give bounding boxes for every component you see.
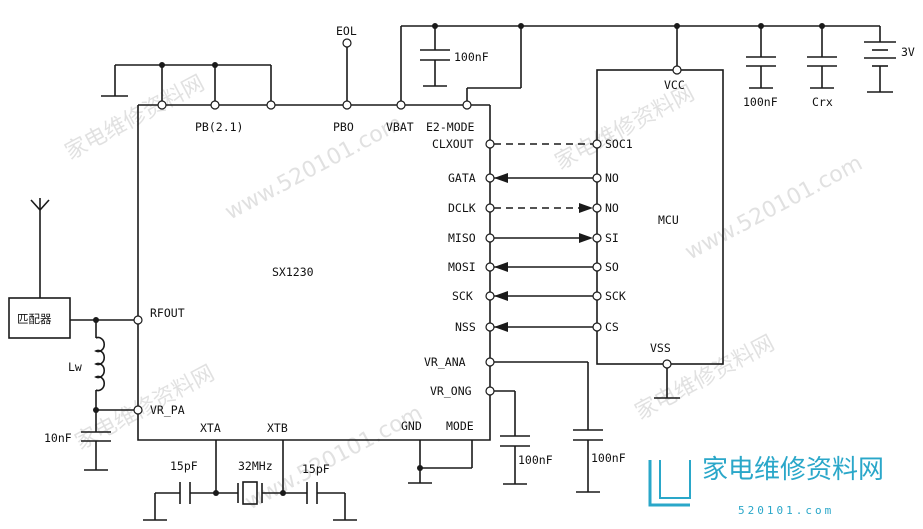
regulator-caps: VR_ANA 100nF VR_ONG 100nF xyxy=(424,355,626,493)
crystal-label: 32MHz xyxy=(238,459,273,473)
pin-mode-label: MODE xyxy=(446,419,474,433)
pin-nss-label: NSS xyxy=(455,320,476,334)
crx-label: Crx xyxy=(812,95,833,109)
watermark-url-1: www.520101.com xyxy=(221,111,407,226)
pin-vr-ong-label: VR_ONG xyxy=(430,384,472,398)
mcu-block: MCU VCC VSS xyxy=(596,26,724,399)
pin-xta-label: XTA xyxy=(200,421,221,435)
cap-ana-label: 100nF xyxy=(591,451,626,465)
pin-e2mode-label: E2-MODE xyxy=(426,120,475,134)
pin-gata-label: GATA xyxy=(448,171,476,185)
pin-pbo-label: PBO xyxy=(333,120,354,134)
mcu-pin-cs-label: CS xyxy=(605,320,619,334)
pin-dclk-label: DCLK xyxy=(448,201,476,215)
matcher-box xyxy=(8,297,71,339)
cap-ong-label: 100nF xyxy=(518,453,553,467)
pin-mosi-label: MOSI xyxy=(448,260,476,274)
pin-gnd-label: GND xyxy=(401,419,422,433)
pin-pb-label: PB(2.1) xyxy=(195,120,243,134)
ic-outline xyxy=(137,105,491,441)
mcu-outline xyxy=(596,69,724,365)
matcher-label: 匹配器 xyxy=(17,312,52,326)
signal-lines: CLXOUT SOC1 GATA NO DCLK NO MISO SI MOSI… xyxy=(432,137,633,334)
mcu-pin-no2-label: NO xyxy=(605,201,619,215)
pin-vr-ana-label: VR_ANA xyxy=(424,355,466,369)
inductor-label: Lw xyxy=(68,360,82,374)
cap-pa-label: 10nF xyxy=(44,431,72,445)
e2mode-wiring: E2-MODE xyxy=(426,26,522,134)
watermark-cn-1: 家电维修资料网 xyxy=(61,71,209,165)
pin-rfout-label: RFOUT xyxy=(150,306,185,320)
cap-top-label: 100nF xyxy=(454,50,489,64)
pin-miso-label: MISO xyxy=(448,231,476,245)
rf-section: 匹配器 RFOUT Lw VR_PA 10nF xyxy=(8,198,185,471)
watermark-url-2: www.520101.com xyxy=(681,151,867,266)
mcu-pin-so-label: SO xyxy=(605,260,619,274)
brand-logo: 家电维修资料网 520101.com xyxy=(648,455,884,517)
pin-clxout-label: CLXOUT xyxy=(432,137,474,151)
supply-caps: 100nF Crx 3V xyxy=(743,26,915,109)
pin-vbat-label: VBAT xyxy=(386,120,414,134)
cap-vcc-label: 100nF xyxy=(743,95,778,109)
ic-sx1230: SX1230 xyxy=(137,104,491,441)
crystal-section: XTA XTB 32MHz 15pF 15pF xyxy=(143,421,357,521)
pin-xtb-label: XTB xyxy=(267,421,288,435)
cap-xtb-label: 15pF xyxy=(302,462,330,476)
pin-sck-label: SCK xyxy=(452,289,473,303)
cap-xta-label: 15pF xyxy=(170,459,198,473)
pb-wiring: PB(2.1) xyxy=(101,62,276,134)
brand-name: 家电维修资料网 xyxy=(702,455,884,485)
ic-name: SX1230 xyxy=(272,265,314,279)
gnd-mode: GND MODE xyxy=(401,419,474,484)
mcu-pin-vcc-label: VCC xyxy=(664,78,685,92)
watermark-cn-2: 家电维修资料网 xyxy=(551,81,699,175)
mcu-pin-sck-label: SCK xyxy=(605,289,626,303)
mcu-pin-no1-label: NO xyxy=(605,171,619,185)
mcu-pin-vss-label: VSS xyxy=(650,341,671,355)
brand-book-icon xyxy=(648,460,690,507)
eol-label: EOL xyxy=(336,24,357,38)
pbo-eol: EOL PBO xyxy=(333,24,357,134)
brand-url: 520101.com xyxy=(738,504,834,517)
mcu-name: MCU xyxy=(658,213,679,227)
battery-label: 3V xyxy=(901,45,915,59)
mcu-pin-si-label: SI xyxy=(605,231,619,245)
inductor-coil xyxy=(94,336,105,392)
pin-vr-pa-label: VR_PA xyxy=(150,403,185,417)
mcu-pin-soc1-label: SOC1 xyxy=(605,137,633,151)
